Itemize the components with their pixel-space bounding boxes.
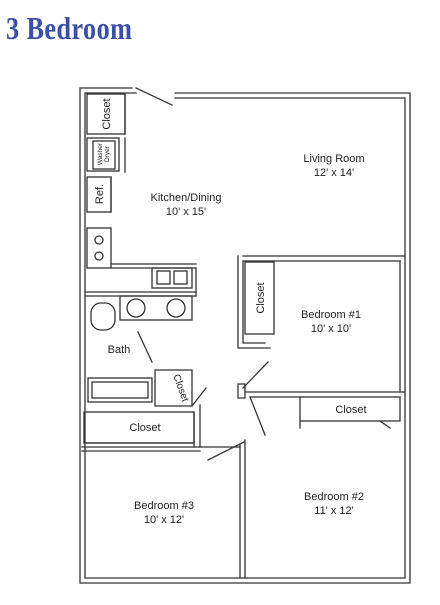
bedroom2-dims: 11' x 12' <box>314 505 353 517</box>
bedroom2-closet-outline <box>299 396 401 429</box>
bedroom3-dims: 10' x 12' <box>144 514 184 526</box>
bedroom1-name: Bedroom #1 <box>301 309 361 321</box>
bath-fixtures <box>84 267 197 403</box>
bedroom3-name: Bedroom #3 <box>134 500 194 512</box>
bed2-closet-label: Closet <box>335 404 366 416</box>
dryer-label: Dryer <box>104 145 111 162</box>
bedroom3-wall <box>81 439 246 579</box>
bath-closet-outline <box>154 369 207 407</box>
washer-label: Washer <box>97 142 104 165</box>
entry-door-swing <box>135 87 173 106</box>
closet-top-label: Closet <box>101 98 113 129</box>
hall-closet-label: Closet <box>129 422 160 434</box>
living-name: Living Room <box>303 153 364 165</box>
bath-closet-label: Closet <box>170 373 190 404</box>
bedroom1-dims: 10' x 10' <box>311 323 351 335</box>
refrigerator-label: Ref. <box>94 184 106 204</box>
kitchen-counter <box>86 227 197 289</box>
bed1-closet-label: Closet <box>255 282 267 313</box>
closet-top-outline <box>86 93 126 135</box>
page-title: 3 Bedroom <box>6 10 133 46</box>
bedroom2-name: Bedroom #2 <box>304 491 364 503</box>
center-partition <box>237 255 406 393</box>
bedroom1-bottom-wall <box>237 383 406 436</box>
washer-dryer-outline <box>86 137 126 173</box>
kitchen-name: Kitchen/Dining <box>151 192 222 204</box>
kitchen-dims: 10' x 15' <box>166 206 206 218</box>
bath-name: Bath <box>108 344 131 356</box>
refrigerator-outline <box>86 176 112 213</box>
hall-closet-outline <box>83 404 201 448</box>
bath-door-swing <box>137 331 153 363</box>
living-dims: 12' x 14' <box>314 167 354 179</box>
